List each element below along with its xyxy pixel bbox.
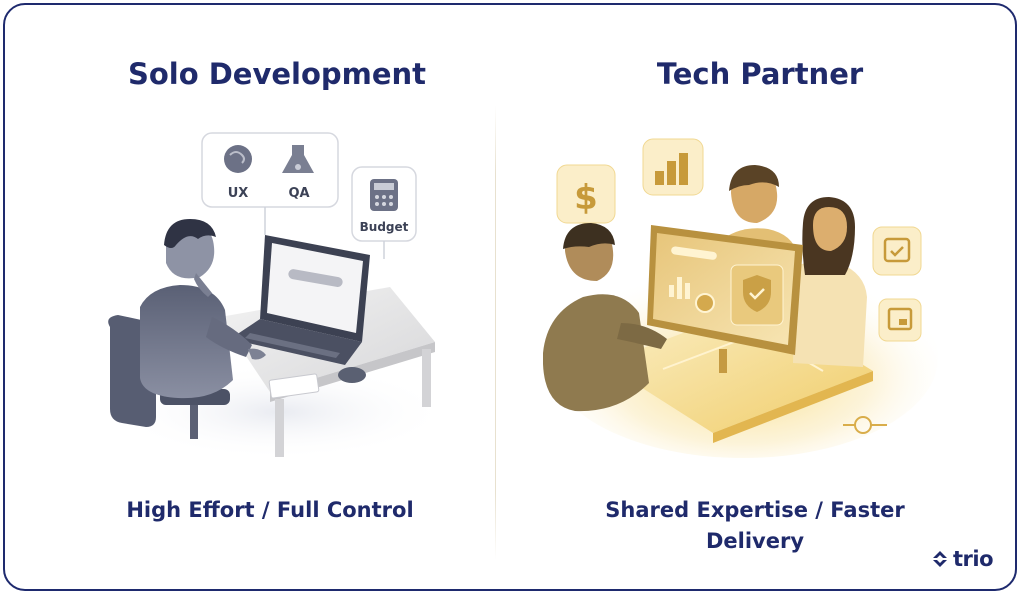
tech-partner-title: Tech Partner xyxy=(656,57,864,91)
comparison-card: Solo Development UX xyxy=(3,3,1017,591)
solo-developer-person xyxy=(140,219,266,399)
calendar-check-icon xyxy=(883,237,911,263)
dollar-tile: $ xyxy=(556,164,616,224)
partner-woman xyxy=(793,197,867,367)
solo-development-title: Solo Development xyxy=(127,57,427,91)
solo-development-caption: High Effort / Full Control xyxy=(126,498,414,522)
tech-partner-caption-line1: Shared Expertise / Faster xyxy=(605,498,905,522)
budget-bubble: Budget xyxy=(351,166,417,259)
bar-chart-icon xyxy=(655,153,688,185)
window-icon xyxy=(887,307,913,331)
qa-label: QA xyxy=(288,186,309,201)
trio-logo-icon xyxy=(933,551,947,567)
tech-partner-caption-line2: Delivery xyxy=(705,529,805,553)
bar-chart-tile xyxy=(642,138,704,196)
client-man xyxy=(543,223,667,412)
dashboard-monitor xyxy=(647,225,803,373)
calendar-tile xyxy=(872,226,922,276)
tech-partner-caption: Shared Expertise / Faster Delivery xyxy=(555,495,955,557)
brain-icon xyxy=(224,145,252,173)
panel-divider xyxy=(495,105,496,560)
laptop xyxy=(230,235,370,365)
screen-coin-icon xyxy=(695,293,715,313)
tech-partner-illustration: $ xyxy=(543,138,938,458)
screen-shield-icon xyxy=(743,275,771,312)
solo-developer-illustration: UX QA Budget xyxy=(108,132,450,460)
ux-label: UX xyxy=(228,186,249,201)
budget-label: Budget xyxy=(360,220,409,234)
calculator-icon xyxy=(370,179,398,211)
dollar-icon: $ xyxy=(574,178,598,218)
screen-bar-chart-icon xyxy=(669,277,690,299)
browser-tile xyxy=(878,298,922,342)
flask-icon xyxy=(282,145,314,173)
ux-qa-bubble: UX QA xyxy=(201,132,339,235)
trio-logo: trio xyxy=(930,547,994,571)
trio-logo-text: trio xyxy=(953,547,994,571)
